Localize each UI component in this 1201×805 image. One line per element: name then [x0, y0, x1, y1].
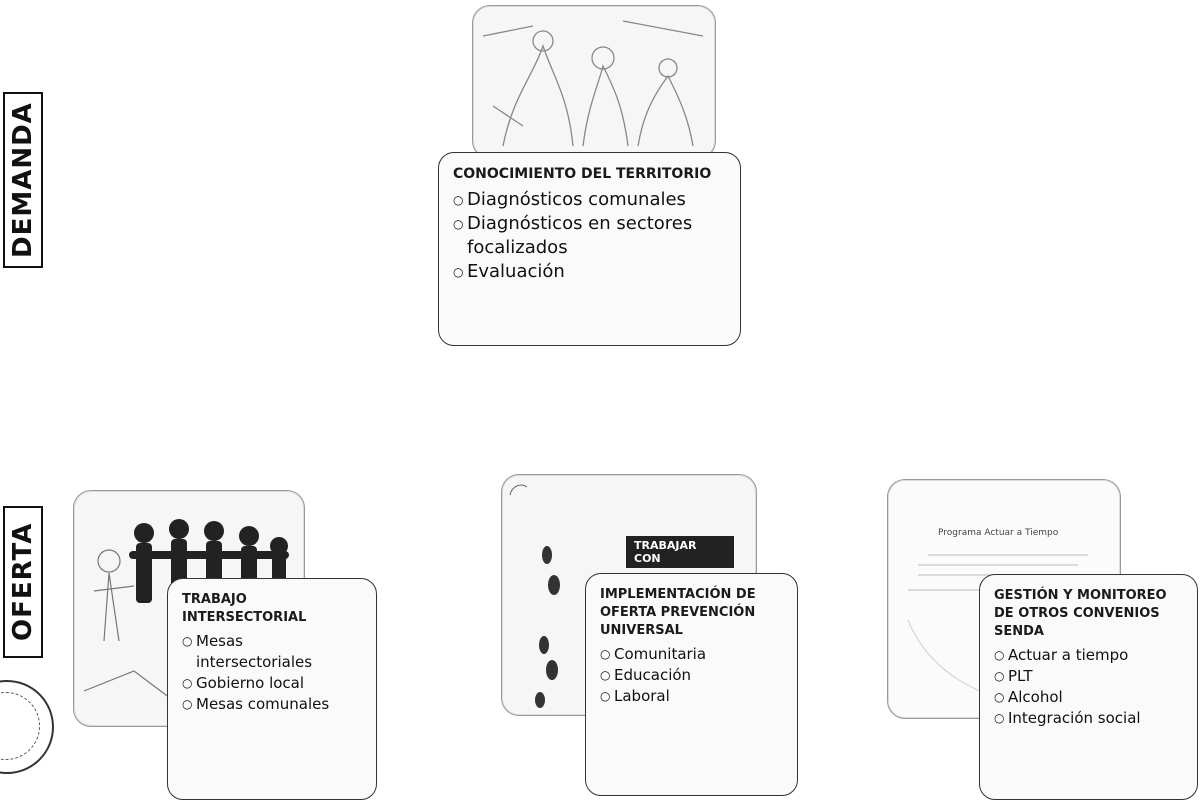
- intersectorial-list: Mesas intersectoriales Gobierno local Me…: [182, 631, 362, 715]
- list-item: Integración social: [994, 708, 1183, 729]
- list-item: Educación: [600, 665, 783, 686]
- footprints-image: [509, 484, 560, 708]
- territorio-photo: [472, 5, 716, 159]
- list-item: Mesas intersectoriales: [182, 631, 362, 673]
- list-item: Gobierno local: [182, 673, 362, 694]
- list-item: Actuar a tiempo: [994, 645, 1183, 666]
- gestion-title: GESTIÓN Y MONITOREO DE OTROS CONVENIOS S…: [994, 588, 1167, 639]
- list-item: Diagnósticos comunales: [453, 188, 726, 212]
- territorio-title: CONOCIMIENTO DEL TERRITORIO: [453, 166, 712, 182]
- territorio-list: Diagnósticos comunales Diagnósticos en s…: [453, 188, 726, 284]
- list-item: Comunitaria: [600, 644, 783, 665]
- demanda-label: DEMANDA: [3, 92, 43, 268]
- list-item: PLT: [994, 666, 1183, 687]
- prevencion-title: IMPLEMENTACIÓN DE OFERTA PREVENCIÓN UNIV…: [600, 587, 756, 638]
- list-item: Laboral: [600, 686, 783, 707]
- intersectorial-title: TRABAJO INTERSECTORIAL: [182, 592, 307, 625]
- prevencion-list: Comunitaria Educación Laboral: [600, 644, 783, 707]
- gestion-card: GESTIÓN Y MONITOREO DE OTROS CONVENIOS S…: [979, 574, 1198, 800]
- list-item: Evaluación: [453, 260, 726, 284]
- list-item: Mesas comunales: [182, 694, 362, 715]
- institutional-seal: [0, 680, 54, 774]
- prevencion-card: IMPLEMENTACIÓN DE OFERTA PREVENCIÓN UNIV…: [585, 573, 798, 796]
- list-item: Alcohol: [994, 687, 1183, 708]
- intersectorial-card: TRABAJO INTERSECTORIAL Mesas intersector…: [167, 578, 377, 800]
- territorio-card: CONOCIMIENTO DEL TERRITORIO Diagnósticos…: [438, 152, 741, 346]
- trabajar-con-badge: TRABAJAR CON: [626, 536, 734, 568]
- oferta-label: OFERTA: [3, 506, 43, 658]
- gestion-list: Actuar a tiempo PLT Alcohol Integración …: [994, 645, 1183, 729]
- gestion-doc-title: Programa Actuar a Tiempo: [938, 528, 1059, 538]
- list-item: Diagnósticos en sectores focalizados: [453, 212, 726, 260]
- children-drawing-image: [482, 20, 704, 147]
